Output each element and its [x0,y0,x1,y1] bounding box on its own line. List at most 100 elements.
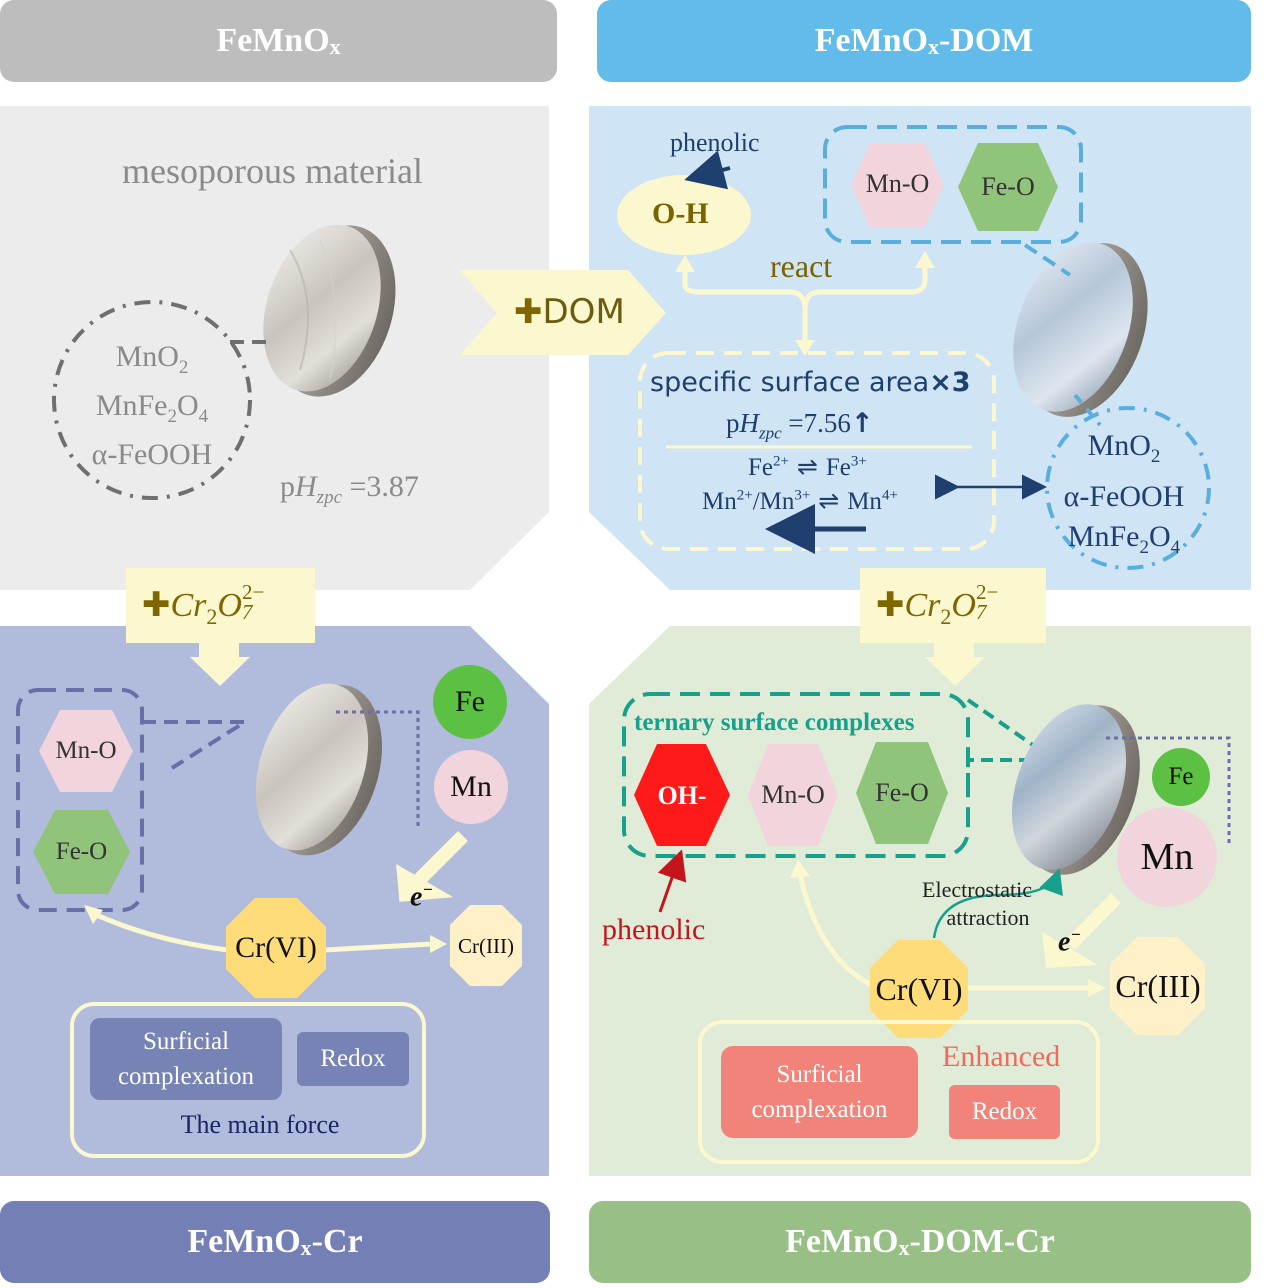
br-fe-circle [1152,748,1210,806]
cr-arrow-right [860,568,1046,686]
bl-redox-box: Redox [297,1032,409,1086]
br-ternary-connector [966,758,1030,785]
tr-oxide-group [823,125,1083,244]
bl-group-connector [142,720,252,770]
cr-arrow-left [126,568,315,686]
br-electrostatic-line1: Electrostatic [922,877,1032,902]
tr-mnfe-text: MnFe [1067,520,1140,553]
bl-mn-label: Mn [450,770,492,803]
br-crvi-oct [870,940,968,1038]
fe-eq: ⇌ [788,452,826,481]
plus-icon: ✚ [876,585,905,625]
phenolic-arrow-tr [684,150,731,190]
cr-right-o-sub: 7 [975,600,987,625]
mn-a-sup: 2+ [736,487,753,504]
tr-mno2-sub: 2 [1150,446,1161,467]
header-bl-sub: x [300,1235,312,1260]
br-electrostatic-line2: attraction [946,905,1030,930]
cr-left-cr-sub: 2 [206,603,218,629]
br-ternary-box [622,692,970,858]
br-feo-label: Fe-O [875,778,929,807]
bl-mechanism-box [70,1002,426,1158]
bl-crvi-to-oxides [88,909,229,953]
tr-mno-hex [851,143,944,227]
header-tr-main: FeMnO [814,22,928,59]
tl-phase-list: MnO2 MnFe2O4 α-FeOOH [62,338,242,474]
cr-right-o: O [951,587,976,624]
tl-ph-value: =3.87 [349,470,419,503]
header-tl-sub: x [329,34,341,59]
br-mno-label: Mn-O [761,780,825,809]
bl-crvi-label: Cr(VI) [235,931,317,964]
tr-mnfe-sub1: 2 [1139,537,1150,558]
br-phenolic: phenolic [602,913,706,946]
fe-b: Fe [825,454,851,481]
bl-fe-circle [433,665,507,739]
tl-mnfe-o: O [177,389,199,422]
bl-electron: e− [410,880,433,913]
cr-right-o-scripts: 2−7 [975,580,999,625]
cr-right-cr: Cr [904,587,941,624]
header-tr-tail: -DOM [938,22,1034,59]
tr-ssa-box [638,351,996,551]
plus-icon: ✚ [142,585,171,625]
br-e-sup: − [1070,925,1081,944]
tr-feo-hex [958,143,1058,231]
cr-left-o: O [217,587,242,624]
disc-femnox-dom-cr [1011,704,1140,875]
cr-left-o-scripts: 2−7 [241,580,265,623]
tr-phase-mno2: MnO2 [1046,426,1202,477]
tr-feo-label: Fe-O [981,172,1035,201]
bl-mno-label: Mn-O [55,737,117,764]
cr-left-cr: Cr [170,587,207,624]
tr-ph-sub: zpc [759,423,782,443]
disc-femnox-dom [1013,242,1148,417]
cr-right-o-sup: 2− [975,580,999,605]
phases-circle-tl [52,300,252,500]
br-oh-label: OH- [657,781,707,810]
tr-react: react [770,248,833,284]
header-tl-bg [0,0,557,82]
cr-left-o-sup: 2− [241,580,265,605]
br-criii-label: Cr(III) [1115,967,1201,1004]
bl-feo-hex [33,810,130,894]
tr-mno-label: Mn-O [865,169,930,198]
header-br-main: FeMnO [785,1223,899,1260]
cr-right-cr-sub: 2 [940,603,952,629]
header-tr-bg [597,0,1251,82]
tr-phenolic: phenolic [670,128,760,157]
br-crvi-to-criii-head [1088,979,1106,997]
tr-ssa: specific surface area×3 [650,367,971,398]
br-crvi-to-ternary [797,874,874,988]
br-criii-oct [1110,937,1205,1035]
tr-mnfe-sub2: 4 [1170,537,1181,558]
br-enhanced: Enhanced [942,1040,1061,1073]
tr-mnfe-o: O [1149,520,1171,553]
br-ternary-connector-top [966,698,1042,752]
br-metal-connector [1106,736,1231,846]
tr-ph-value: =7.56 [788,408,851,438]
br-surficial-text: Surficial [776,1061,863,1088]
react-bracket [682,262,928,345]
tl-phase-mno2-sub: 2 [178,357,189,378]
bl-oxide-group [16,688,144,912]
bl-criii-label: Cr(III) [458,933,514,958]
tl-ph-h: H [295,470,317,503]
tr-oh-label: O-H [652,197,709,230]
tr-disc-connector-top [1023,243,1072,277]
bl-feo-label: Fe-O [55,838,108,865]
br-mn-circle [1117,807,1217,907]
react-arrowhead-down [795,340,815,356]
bl-metal-connector [336,710,420,826]
br-mno-hex [748,744,838,846]
bl-criii-oct [450,905,522,986]
phases-circle-tr [1045,406,1211,570]
